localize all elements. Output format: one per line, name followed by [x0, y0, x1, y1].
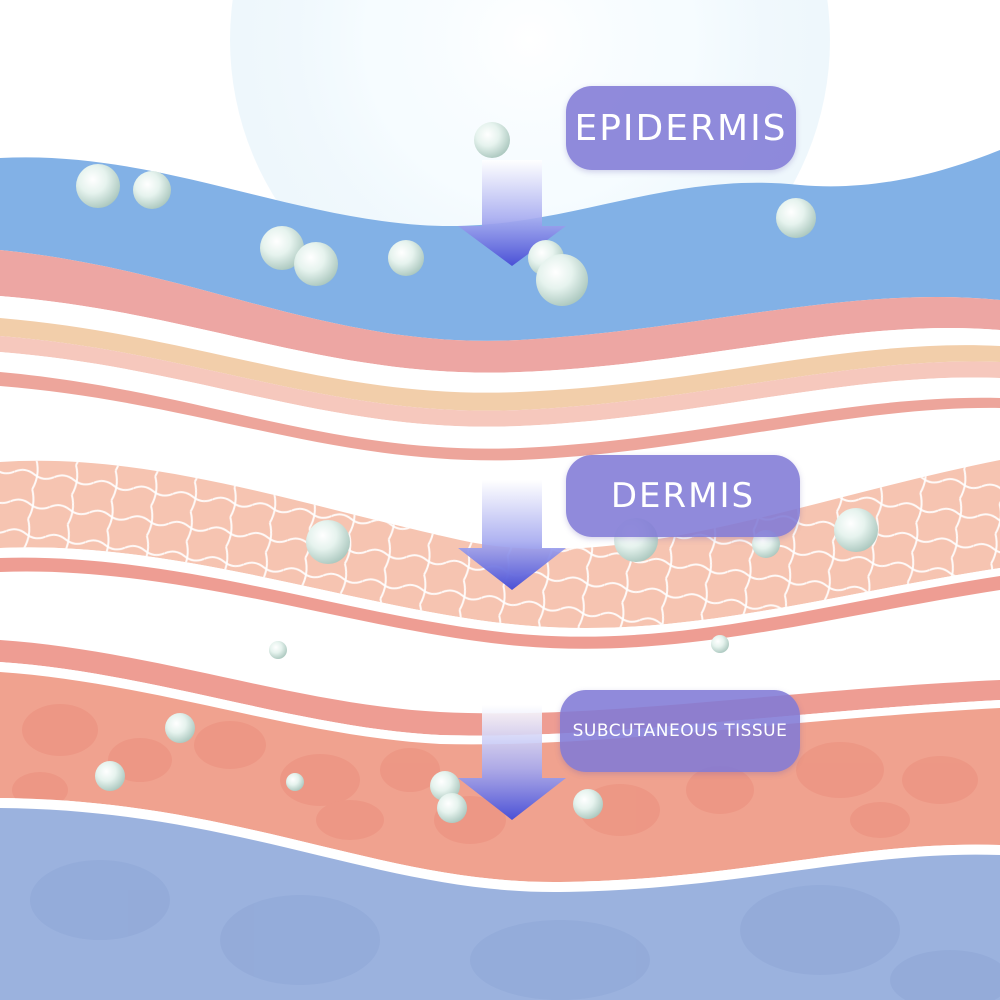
particle	[437, 793, 467, 823]
particle	[76, 164, 120, 208]
particle	[474, 122, 510, 158]
particle	[306, 520, 350, 564]
label-dermis: DERMIS	[566, 455, 800, 537]
particle	[165, 713, 195, 743]
particle	[388, 240, 424, 276]
particle	[573, 789, 603, 819]
particle	[133, 171, 171, 209]
particle	[834, 508, 878, 552]
particle	[776, 198, 816, 238]
particle	[536, 254, 588, 306]
particle	[294, 242, 338, 286]
particle	[286, 773, 304, 791]
label-subcutaneous-tissue: SUBCUTANEOUS TISSUE	[560, 690, 800, 772]
particle	[269, 641, 287, 659]
particle	[711, 635, 729, 653]
particle	[95, 761, 125, 791]
label-epidermis: EPIDERMIS	[566, 86, 796, 170]
